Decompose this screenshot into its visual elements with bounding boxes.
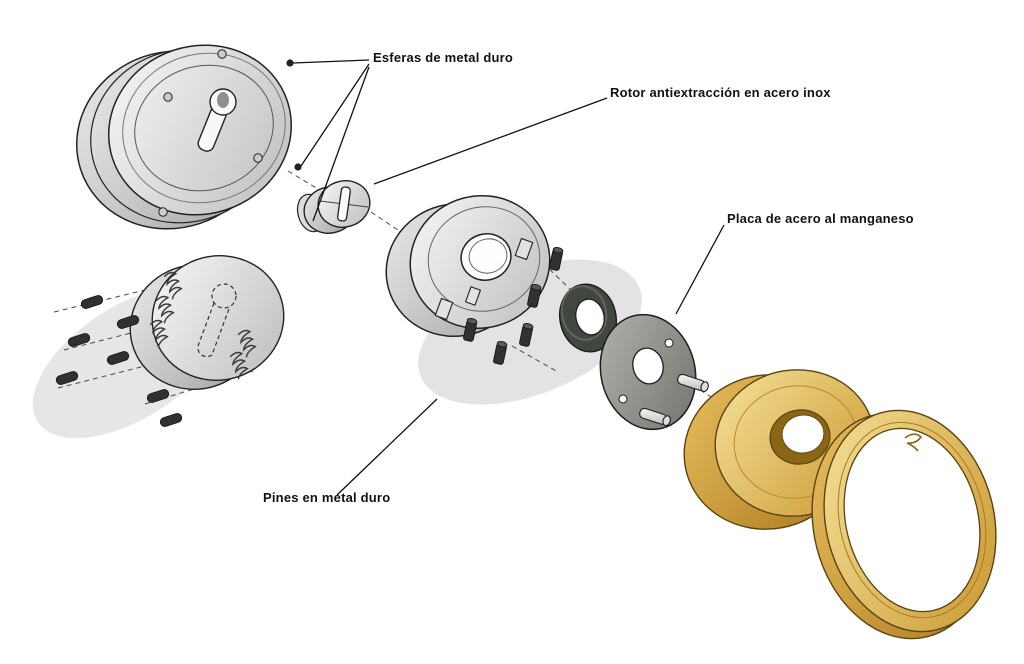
plate-center-hole: [632, 347, 664, 385]
label-pines: Pines en metal duro: [263, 490, 391, 505]
manganese-plate: [599, 313, 709, 431]
plate-keyhole-outline: [197, 283, 237, 358]
leader-lines: [292, 59, 725, 496]
rivet-holes: [158, 49, 263, 217]
sphere-dot: [294, 163, 302, 171]
pin-channels: [434, 237, 534, 321]
plate-hole: [664, 338, 674, 348]
escutcheon: [75, 44, 316, 230]
rotor-slot: [336, 186, 352, 222]
leader-placa: [675, 224, 725, 315]
leader-esferas: [312, 66, 370, 222]
sphere-dot: [286, 59, 294, 67]
keyhole: [197, 88, 237, 152]
brass-ring-thick: [683, 369, 876, 530]
brand-mark-icon: [904, 433, 923, 452]
cylinder-housing: [385, 194, 551, 338]
plate-stud: [639, 407, 671, 427]
pin-plate: [129, 255, 285, 390]
plate-hole: [618, 394, 628, 404]
leader-esferas: [300, 63, 370, 167]
brass-ring-thin: [811, 409, 997, 640]
rotor-assembly: [296, 180, 371, 234]
label-esferas: Esferas de metal duro: [373, 50, 514, 65]
plate-stud: [677, 373, 709, 393]
leader-esferas: [292, 59, 370, 64]
leader-pines: [336, 398, 438, 496]
o-ring: [559, 283, 617, 353]
label-rotor: Rotor antiextracción en acero inox: [610, 85, 831, 100]
leader-rotor: [373, 97, 608, 185]
label-placa: Placa de acero al manganeso: [727, 211, 914, 226]
